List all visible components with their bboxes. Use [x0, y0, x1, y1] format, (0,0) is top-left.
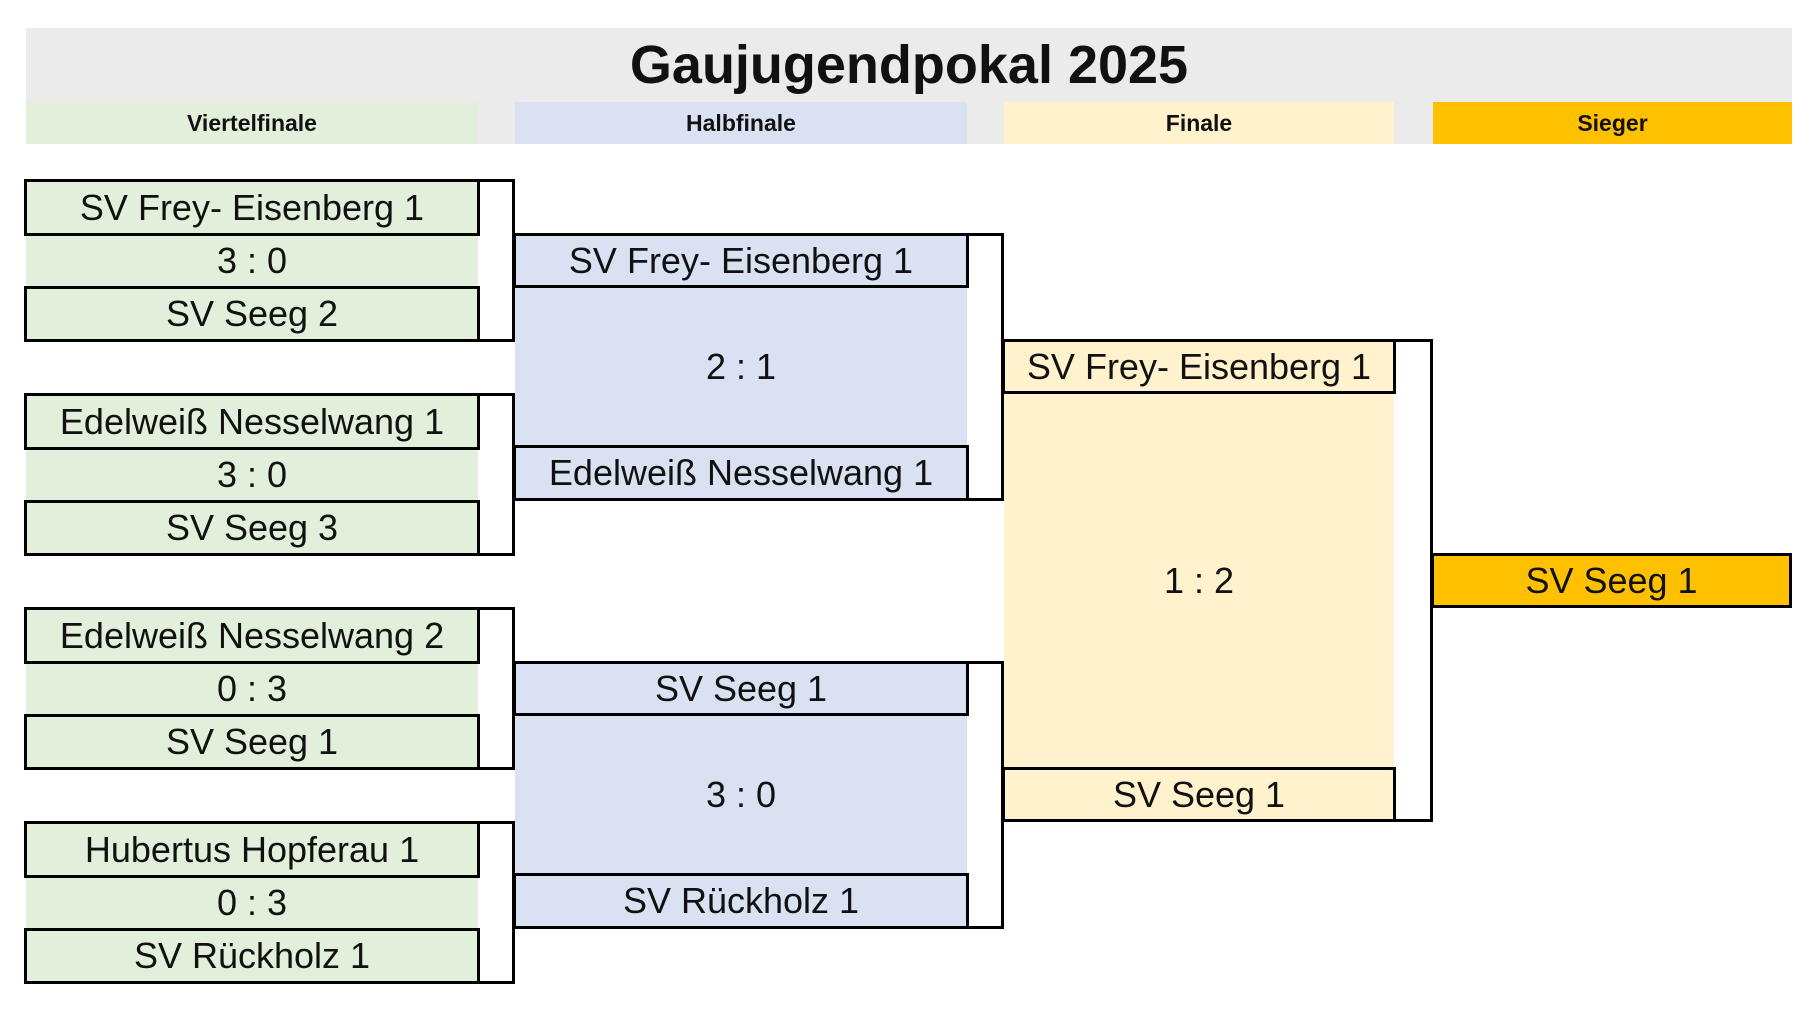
- qf2-team2: SV Seeg 3: [24, 500, 480, 556]
- qf3-team1: Edelweiß Nesselwang 2: [24, 607, 480, 664]
- header-final: Finale: [1004, 102, 1394, 144]
- qf3-bracket-connector: [476, 607, 515, 770]
- qf4-score: 0 : 3: [216, 882, 288, 923]
- sf2-score-fill: [515, 714, 967, 875]
- qf1-score: 3 : 0: [216, 240, 288, 281]
- title-band: [26, 28, 1792, 102]
- qf2-team1: Edelweiß Nesselwang 1: [24, 393, 480, 450]
- final-bracket-connector: [1392, 339, 1433, 822]
- qf1-team2: SV Seeg 2: [24, 286, 480, 342]
- qf3-team2: SV Seeg 1: [24, 714, 480, 770]
- page-title: Gaujugendpokal 2025: [629, 35, 1189, 95]
- final-score-fill: [1004, 392, 1394, 769]
- qf3-score-fill: [26, 664, 478, 714]
- sf1-score-fill: [515, 286, 967, 447]
- qf4-bracket-connector: [476, 821, 515, 984]
- header-winner: Sieger: [1433, 102, 1792, 144]
- qf4-score-fill: [26, 878, 478, 928]
- winner-box: SV Seeg 1: [1431, 553, 1792, 608]
- qf1-team1: SV Frey- Eisenberg 1: [24, 179, 480, 236]
- qf4-team1: Hubertus Hopferau 1: [24, 821, 480, 878]
- sf1-bracket-connector: [965, 233, 1004, 501]
- header-quarterfinal: Viertelfinale: [26, 102, 478, 144]
- final-team1: SV Frey- Eisenberg 1: [1002, 339, 1396, 394]
- qf4-team2: SV Rückholz 1: [24, 928, 480, 984]
- sf1-score: 2 : 1: [705, 345, 777, 387]
- final-team2: SV Seeg 1: [1002, 767, 1396, 822]
- qf2-score-fill: [26, 450, 478, 500]
- qf2-bracket-connector: [476, 393, 515, 556]
- qf1-bracket-connector: [476, 179, 515, 342]
- qf1-score-fill: [26, 236, 478, 286]
- qf2-score: 3 : 0: [216, 454, 288, 495]
- header-semifinal: Halbfinale: [515, 102, 967, 144]
- qf3-score: 0 : 3: [216, 668, 288, 709]
- final-score: 1 : 2: [1163, 559, 1235, 601]
- sf2-score: 3 : 0: [705, 773, 777, 815]
- sf2-team1: SV Seeg 1: [513, 661, 969, 716]
- sf1-team1: SV Frey- Eisenberg 1: [513, 233, 969, 288]
- sf2-team2: SV Rückholz 1: [513, 873, 969, 929]
- sf2-bracket-connector: [965, 661, 1004, 929]
- sf1-team2: Edelweiß Nesselwang 1: [513, 445, 969, 501]
